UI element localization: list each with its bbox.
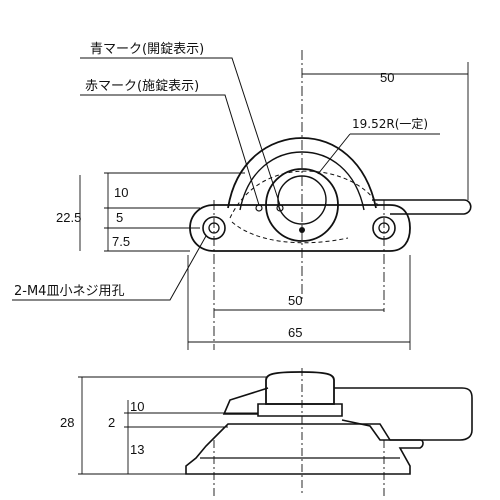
dim-stack-lower: 7.5 [112, 234, 130, 249]
dim-stack-total: 22.5 [56, 210, 81, 225]
blue-mark-leader [80, 57, 281, 206]
dim-overall-width: 65 [288, 325, 302, 340]
red-mark-leader [80, 94, 260, 206]
red-mark-label: 赤マーク(施錠表示) [85, 79, 199, 94]
side-cap [265, 371, 335, 405]
dim-hole-pitch: 50 [288, 293, 302, 308]
side-dim-base: 13 [130, 442, 144, 457]
handle-lever [372, 199, 472, 215]
screw-holes-leader [12, 235, 207, 301]
screw-holes-label: 2-M4皿小ネジ用孔 [14, 284, 124, 299]
side-base-plate [185, 423, 424, 475]
side-lever [334, 387, 473, 441]
radius-leader [317, 133, 440, 175]
rotation-path-lower [231, 221, 349, 244]
side-body [257, 403, 343, 417]
side-dim-plate: 2 [108, 415, 115, 430]
side-view: 28 10 2 13 [60, 368, 473, 496]
radius-label: 19.52R(一定) [352, 116, 428, 131]
base-plate-outline [189, 204, 411, 252]
side-dim-body: 10 [130, 399, 144, 414]
side-dim-total: 28 [60, 415, 74, 430]
dim-stack-upper: 10 [114, 185, 128, 200]
blue-mark-label: 青マーク(開錠表示) [90, 42, 204, 57]
cylinder-outer [265, 168, 339, 242]
side-lever-left [222, 387, 269, 415]
top-view: 青マーク(開錠表示) 赤マーク(施錠表示) 19.52R(一定) 2-M4皿小ネ… [12, 42, 472, 350]
dome-inner [239, 151, 365, 211]
dim-stack-mid: 5 [116, 210, 123, 225]
dim-handle-offset: 50 [380, 70, 394, 85]
